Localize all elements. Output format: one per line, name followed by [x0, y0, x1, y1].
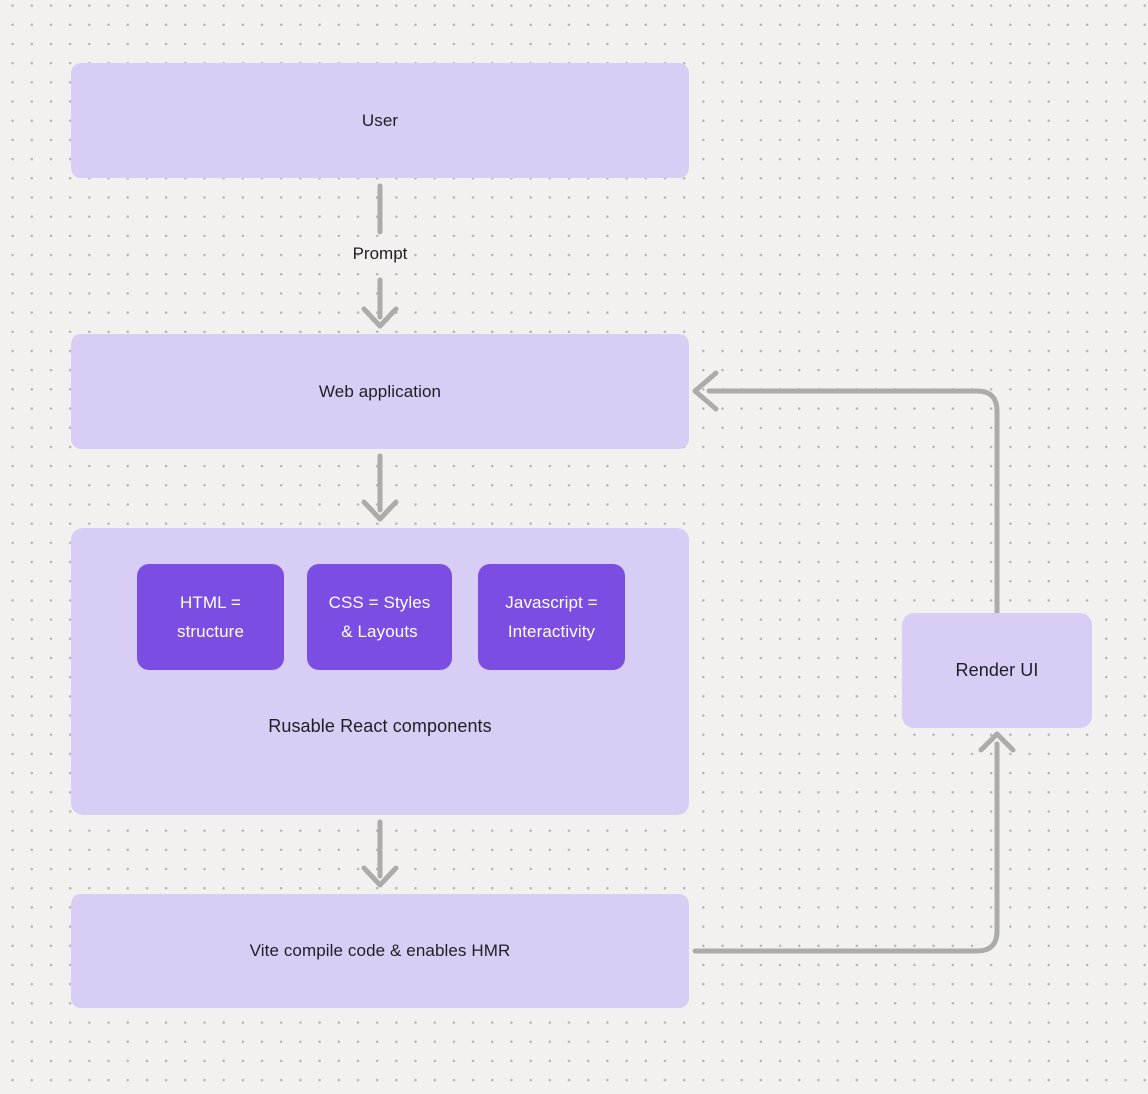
node-web-application[interactable]: Web application — [71, 334, 689, 449]
components-group-caption: Rusable React components — [268, 716, 492, 736]
node-render-ui-label: Render UI — [955, 660, 1039, 680]
chip-javascript-interactivity[interactable]: Javascript = Interactivity — [478, 564, 625, 670]
chip-html-structure-label: HTML = structure — [176, 593, 245, 641]
node-vite-label: Vite compile code & enables HMR — [249, 941, 511, 960]
node-vite[interactable]: Vite compile code & enables HMR — [71, 894, 689, 1008]
edge-label-prompt: Prompt — [352, 244, 408, 263]
arrowhead-up-icon — [978, 731, 1016, 753]
arrowhead-left-icon — [692, 370, 719, 412]
node-user-label: User — [361, 110, 399, 130]
arrowhead-down-icon — [361, 499, 399, 522]
chip-html-structure[interactable]: HTML = structure — [137, 564, 284, 670]
edge-webapp-to-group[interactable] — [361, 453, 399, 522]
node-components-group[interactable]: HTML = structure CSS = Styles & Layouts … — [71, 528, 689, 815]
node-render-ui[interactable]: Render UI — [902, 613, 1092, 728]
arrowhead-down-icon — [361, 306, 399, 329]
edge-group-to-vite[interactable] — [361, 819, 399, 888]
chip-css-styles[interactable]: CSS = Styles & Layouts — [307, 564, 452, 670]
edge-render-ui-to-webapp[interactable] — [692, 370, 1000, 616]
edge-user-to-webapp[interactable] — [361, 183, 399, 329]
chip-css-styles-label: CSS = Styles & Layouts — [328, 593, 431, 641]
arrowhead-down-icon — [361, 865, 399, 888]
chip-javascript-interactivity-label: Javascript = Interactivity — [505, 593, 598, 641]
node-web-application-label: Web application — [318, 381, 442, 401]
edge-vite-to-render-ui[interactable] — [692, 731, 1016, 954]
node-user[interactable]: User — [71, 63, 689, 178]
